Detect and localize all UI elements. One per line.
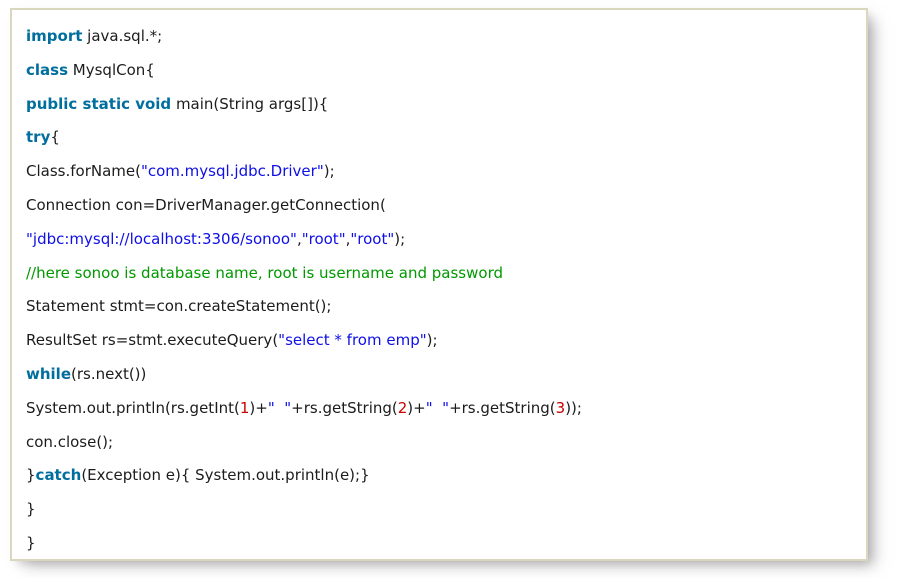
code-token-plain: System.out.println(rs.getInt( <box>26 398 240 417</box>
code-token-keyword: while <box>26 364 71 383</box>
code-token-plain: (Exception e){ System.out.println(e);} <box>81 466 370 485</box>
code-token-plain: +rs.getString( <box>449 398 556 417</box>
code-line: Statement stmt=con.createStatement(); <box>26 290 852 324</box>
code-line: import java.sql.*; <box>26 20 852 54</box>
code-line: }catch(Exception e){ System.out.println(… <box>26 459 852 493</box>
code-token-plain: ); <box>394 229 406 248</box>
code-line: ResultSet rs=stmt.executeQuery("select *… <box>26 324 852 358</box>
code-token-plain: , <box>296 229 302 248</box>
code-token-keyword: catch <box>35 466 82 485</box>
code-token-plain: (rs.next()) <box>71 364 147 383</box>
code-token-plain: )); <box>565 398 582 417</box>
code-token-keyword: class <box>26 60 69 79</box>
code-token-plain: con.close(); <box>26 432 114 451</box>
code-token-keyword: import <box>26 27 83 45</box>
code-token-plain: )+ <box>249 398 268 417</box>
code-token-keyword: try <box>26 128 51 147</box>
code-token-plain: } <box>26 466 36 485</box>
code-token-plain: } <box>26 500 36 519</box>
code-token-string: "com.mysql.jdbc.Driver" <box>140 162 324 181</box>
code-token-string: "select * from emp" <box>278 331 427 350</box>
code-token-plain: +rs.getString( <box>291 398 398 417</box>
code-token-number: 3 <box>555 398 566 417</box>
code-token-plain: java.sql.*; <box>82 27 163 45</box>
code-line: public static void main(String args[]){ <box>26 88 852 122</box>
code-token-plain: ); <box>426 331 438 350</box>
code-token-plain: ); <box>323 162 335 181</box>
code-line: } <box>26 527 852 559</box>
code-block: import java.sql.*;class MysqlCon{public … <box>10 8 868 561</box>
code-token-number: 2 <box>397 398 408 417</box>
code-line: "jdbc:mysql://localhost:3306/sonoo","roo… <box>26 223 852 257</box>
code-token-string: "root" <box>350 229 395 248</box>
code-token-comment: //here sonoo is database name, root is u… <box>26 263 503 282</box>
code-token-string: " " <box>425 398 450 417</box>
code-token-plain: Class.forName( <box>26 162 141 181</box>
code-line: con.close(); <box>26 426 852 460</box>
code-token-plain: main(String args[]){ <box>171 94 329 113</box>
code-token-plain: Statement stmt=con.createStatement(); <box>26 297 332 316</box>
code-line: class MysqlCon{ <box>26 54 852 88</box>
code-token-plain: { <box>50 128 60 147</box>
code-line: } <box>26 493 852 527</box>
code-line: try{ <box>26 121 852 155</box>
code-line: while(rs.next()) <box>26 358 852 392</box>
code-token-plain: Connection con=DriverManager.getConnecti… <box>26 195 386 214</box>
code-token-number: 1 <box>239 398 250 417</box>
code-line: Class.forName("com.mysql.jdbc.Driver"); <box>26 155 852 189</box>
code-token-string: "jdbc:mysql://localhost:3306/sonoo" <box>26 229 297 248</box>
code-line: System.out.println(rs.getInt(1)+" "+rs.g… <box>26 392 852 426</box>
code-line: //here sonoo is database name, root is u… <box>26 257 852 291</box>
code-token-string: "root" <box>301 229 346 248</box>
code-token-plain: , <box>345 229 351 248</box>
code-token-string: " " <box>267 398 292 417</box>
code-line: Connection con=DriverManager.getConnecti… <box>26 189 852 223</box>
code-token-plain: ResultSet rs=stmt.executeQuery( <box>26 331 279 350</box>
code-token-plain: )+ <box>407 398 426 417</box>
code-token-plain: } <box>26 533 36 552</box>
code-token-keyword: public static void <box>26 94 172 113</box>
code-token-plain: MysqlCon{ <box>68 60 155 79</box>
